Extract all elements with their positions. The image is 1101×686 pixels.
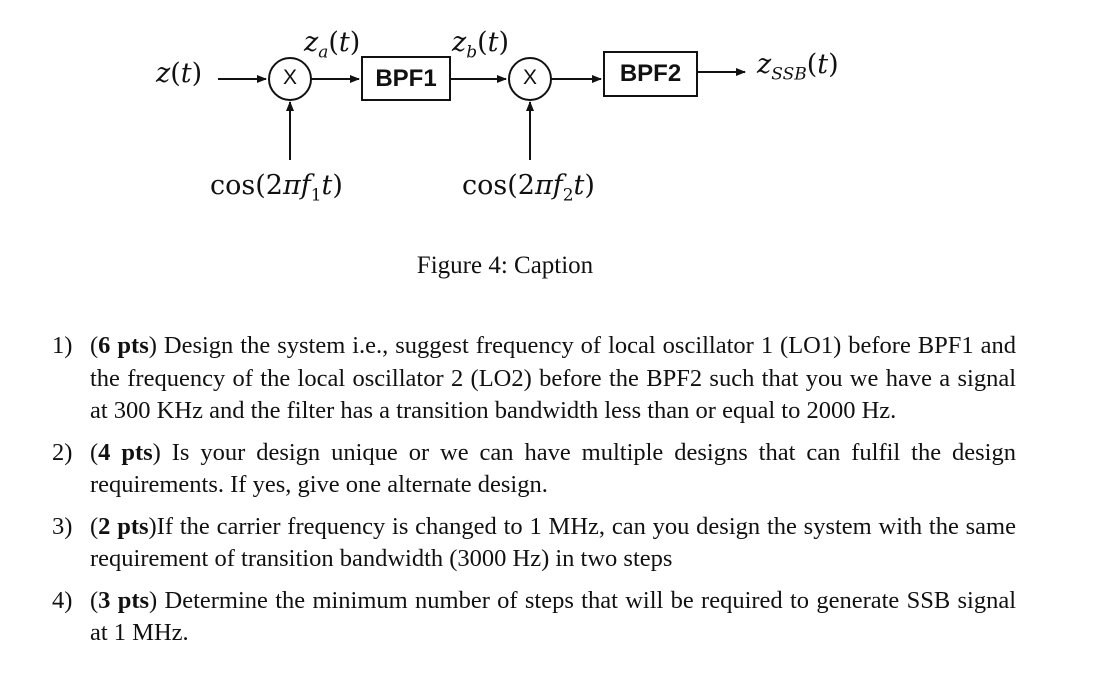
question-points: 3 pts (98, 586, 150, 614)
question-item: 4)(3 pts) Determine the minimum number o… (52, 586, 1016, 647)
question-text: Is your design unique or we can have mul… (90, 438, 1016, 499)
question-points: 4 pts (98, 438, 153, 466)
question-item: 3)(2 pts)If the carrier frequency is cha… (52, 512, 1016, 573)
question-text: Design the system i.e., suggest frequenc… (90, 332, 1017, 424)
question-number: 3) (52, 512, 73, 540)
diagram-lines (218, 57, 746, 160)
mixer-1-symbol: X (283, 66, 298, 89)
question-list: 1)(6 pts) Design the system i.e., sugges… (52, 330, 1016, 659)
bpf2-block: BPF2 (603, 51, 698, 97)
question-text: If the carrier frequency is changed to 1… (90, 512, 1016, 573)
zb-signal-label: zb(t) (452, 27, 510, 63)
za-signal-label: za(t) (304, 27, 361, 63)
question-points: 6 pts (98, 332, 149, 359)
question-text: Determine the minimum number of steps th… (90, 586, 1016, 647)
question-number: 4) (52, 586, 73, 614)
question-number: 1) (52, 332, 73, 359)
lo1-label: cos(2πf1t) (210, 170, 343, 206)
question-item: 1)(6 pts) Design the system i.e., sugges… (52, 332, 1017, 424)
bpf1-block: BPF1 (361, 56, 451, 101)
lo2-label: cos(2πf2t) (462, 170, 595, 206)
input-signal-label: z(t) (156, 58, 203, 89)
question-number: 2) (52, 438, 73, 466)
question-points: 2 pts (98, 512, 149, 540)
block-diagram: z(t) X za(t) BPF1 zb(t) X BPF2 zSSB(t) c… (0, 0, 1101, 250)
figure-caption: Figure 4: Caption (416, 252, 594, 279)
output-signal-label: zSSB(t) (757, 49, 839, 85)
mixer-2-symbol: X (523, 66, 538, 89)
question-item: 2)(4 pts) Is your design unique or we ca… (52, 438, 1016, 499)
